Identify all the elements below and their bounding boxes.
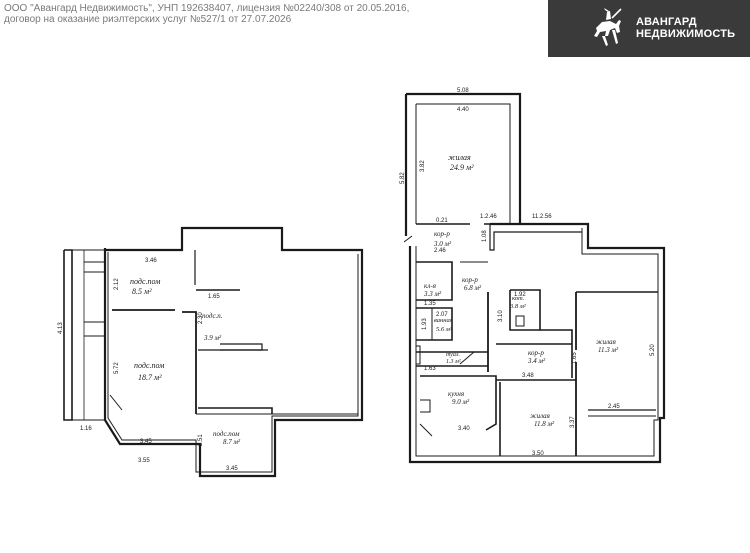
room-label-zhilaya-right: жилая (596, 338, 616, 346)
room-area-zhilaya-right: 11.3 м² (598, 346, 619, 354)
room-area-podsob4: 8.7 м² (223, 438, 241, 446)
dim-label: 3.50 (532, 451, 544, 457)
dim-label: 5.82 (400, 172, 406, 184)
brand-name: АВАНГАРД НЕДВИЖИМОСТЬ (636, 16, 735, 40)
room-area-kuhnya: 9.0 м² (452, 398, 470, 406)
room-label-podsob1: подс.пом (130, 277, 160, 286)
dim-label: 1.63 (424, 366, 436, 372)
dim-label: 2.51 (198, 434, 204, 446)
dim-label: 2.12 (114, 278, 120, 290)
room-label-tualet: туал. (446, 352, 460, 358)
dim-label: 5.20 (650, 344, 656, 356)
room-label-vanna: ванная (434, 317, 453, 324)
brand-name-line-2: НЕДВИЖИМОСТЬ (636, 28, 736, 40)
dim-label: 1.16 (80, 426, 92, 432)
first-floor-plan (403, 92, 666, 464)
room-label-koridor-mid: кор-р (462, 276, 478, 284)
room-area-zhilaya-bottom: 11.8 м² (534, 420, 555, 428)
room-area-kotelnaya: 3.8 м² (509, 303, 527, 310)
dim-label: 5.08 (457, 88, 469, 94)
room-label-podsob2: подс.п. (202, 312, 223, 320)
dim-label: 2.30 (198, 312, 204, 324)
basement-plan (63, 226, 364, 478)
room-area-koridor-top: 3.0 м² (433, 240, 452, 248)
dim-label: 3.55 (138, 458, 150, 464)
basement-room-labels: подс.пом 8.5 м² подс.п. 3.9 м² подс.пом … (130, 277, 241, 446)
room-area-podsob1: 8.5 м² (132, 287, 152, 296)
dim-label: 3.82 (420, 160, 426, 172)
room-area-tualet: 1.3 м² (446, 359, 461, 365)
knight-rider-icon (594, 8, 622, 46)
dim-label: 1.35 (424, 301, 436, 307)
dim-label: 3.37 (570, 416, 576, 428)
dim-label: 1.08 (482, 230, 488, 242)
dim-label: 1.93 (422, 318, 428, 330)
room-label-koridor-low: кор-р (528, 349, 544, 357)
dim-label: 1.65 (208, 294, 220, 300)
room-label-kladovka: кл-я (424, 282, 436, 290)
brand-name-line-1: АВАНГАРД (636, 16, 697, 28)
room-area-vanna: 5.6 м² (436, 326, 453, 333)
legal-notice: ООО "Авангард Недвижимость", УНП 1926384… (4, 3, 409, 25)
legal-notice-line-2: договор на оказание риэлтерских услуг №5… (4, 14, 292, 25)
dim-label: 1.65 (572, 352, 578, 364)
dim-label: 0.21 (436, 218, 448, 224)
basement-dimensions: 3.46 2.12 1.65 2.30 5.72 4.13 1.16 3.45 … (58, 258, 238, 472)
room-label-koridor-top: кор-р (434, 230, 450, 238)
first-floor-dimensions: 5.08 4.40 5.82 3.82 0.21 1.2.46 11.2.56 … (400, 88, 656, 457)
dim-label: 11.2.56 (532, 214, 552, 220)
dim-label: 3.40 (458, 426, 470, 432)
dim-label: 1.92 (514, 292, 526, 298)
room-area-kladovka: 3.3 м² (423, 290, 442, 298)
room-label-zhilaya-top: жилая (448, 153, 471, 162)
dim-label: 3.46 (145, 258, 157, 264)
dim-label: 1.2.46 (480, 214, 497, 220)
room-area-podsob2: 3.9 м² (203, 334, 222, 342)
room-label-podsob3: подс.пом (134, 361, 164, 370)
dim-label: 4.13 (58, 322, 64, 334)
room-label-podsob4: подс.пом (213, 430, 240, 438)
dim-label: 3.48 (522, 373, 534, 379)
room-area-koridor-mid: 6.8 м² (464, 284, 482, 292)
legal-notice-line-1: ООО "Авангард Недвижимость", УНП 1926384… (4, 3, 410, 14)
dim-label: 4.40 (457, 107, 469, 113)
first-floor-room-labels: жилая 24.9 м² кор-р 3.0 м² кл-я 3.3 м² к… (423, 153, 619, 428)
room-area-koridor-low: 3.4 м² (527, 357, 546, 365)
room-area-podsob3: 18.7 м² (138, 373, 162, 382)
room-label-kotelnaya: кот. (512, 295, 525, 302)
brand-logo: АВАНГАРД НЕДВИЖИМОСТЬ (548, 0, 750, 57)
room-label-zhilaya-bottom: жилая (530, 412, 550, 420)
room-area-zhilaya-top: 24.9 м² (450, 163, 474, 172)
dim-label: 5.72 (114, 362, 120, 374)
dim-label: 3.45 (140, 439, 152, 445)
dim-label: 3.45 (226, 466, 238, 472)
dim-label: 3.10 (498, 310, 504, 322)
dim-label: 2.45 (608, 404, 620, 410)
dim-label: 2.46 (434, 248, 446, 254)
dim-label: 2.07 (436, 312, 448, 318)
room-label-kuhnya: кухня (448, 390, 464, 398)
